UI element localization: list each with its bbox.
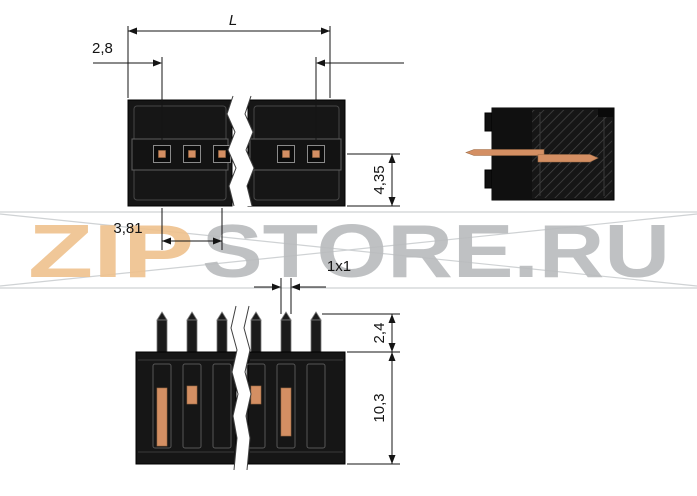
contact-strip-right [249,138,342,171]
bottom-break-edge-right [243,305,252,471]
contact-pad [277,145,295,163]
front-break-gap [227,96,254,206]
bottom-break-gap [231,306,251,470]
pin-post [280,311,292,355]
contact-slot [182,363,202,449]
dimension-pin-cross-section: 1x1 [254,258,351,314]
bottom-housing-right [247,351,346,465]
dim-housing-height-label: 10,3 [371,393,388,422]
dimension-housing-height: 10,3 [347,352,400,465]
contact-pad [183,145,201,163]
watermark-prefix: ZIP [28,209,194,293]
front-view [127,95,346,207]
dim-edge-to-first-pin-label: 2,8 [92,40,113,57]
dimension-total-length: L [127,12,331,98]
pin-post [156,311,168,355]
contact-slot [152,363,172,449]
contact-blade-side [537,154,599,163]
contact-pad [153,145,171,163]
contact-slot [212,363,232,449]
contact-strip-left [131,138,229,171]
contact-in-slot [186,385,198,405]
contact-in-slot [280,387,292,437]
bottom-break-edge-left [230,305,239,471]
pin-post [250,311,262,355]
pin-post [310,311,322,355]
dimension-edge-to-first-pin: 2,8 [92,40,163,142]
contact-in-slot [250,385,262,405]
dim-pin-cross-section-label: 1x1 [327,258,351,275]
front-break-edge-left [226,95,237,207]
contact-slot [276,363,296,449]
side-top-notch [598,108,614,117]
dim-total-length-label: L [229,12,237,29]
front-break-edge-right [244,95,255,207]
dimension-pin-pitch: 3,81 [113,208,223,250]
watermark-suffix: STORE.RU [202,209,670,293]
dim-pin-pitch-label: 3,81 [113,220,142,237]
dimension-pin-row-height: 4,35 [347,153,400,207]
solder-pin-side [465,149,545,156]
bottom-housing-left [135,351,237,465]
pin-side-view [135,305,346,471]
contact-pad [213,145,231,163]
dimension-last-pin-to-edge [315,57,404,142]
watermark-diagonal-2 [0,213,697,287]
pin-post [216,311,228,355]
side-view [465,107,615,201]
contact-pad [307,145,325,163]
dim-pin-protrusion-label: 2,4 [371,323,388,344]
dimension-pin-protrusion: 2,4 [322,313,400,353]
pin-post [186,311,198,355]
contact-in-slot [156,387,168,447]
dim-pin-row-height-label: 4,35 [371,165,388,194]
watermark: ZIP STORE.RU [0,209,697,293]
contact-slot [306,363,326,449]
